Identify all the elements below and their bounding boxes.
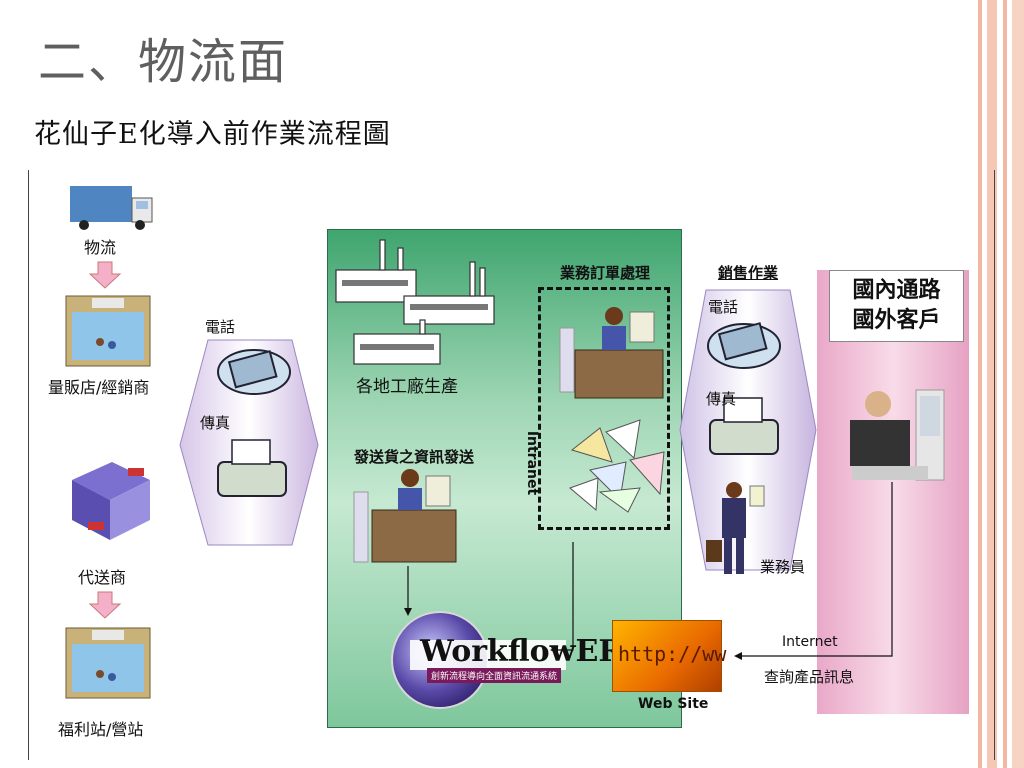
store-icon [65, 627, 151, 699]
customer-panel [817, 270, 969, 714]
office-worker-icon [559, 307, 664, 399]
businessman-phone-icon [850, 389, 945, 481]
right-phone-label: 電話 [708, 298, 739, 316]
store-icon [65, 295, 151, 367]
sales-ops-label: 銷售作業 [718, 264, 779, 282]
website-thumbnail [612, 620, 722, 692]
fax-icon [217, 439, 287, 497]
deco-bar-3 [1003, 0, 1007, 768]
order-processing-label: 業務訂單處理 [560, 264, 651, 282]
deco-bar-1 [978, 0, 982, 768]
arrow-down-icon [88, 261, 122, 289]
website-label: Web Site [638, 696, 709, 712]
agent-conveyor-icon [72, 462, 150, 540]
mass-retail-label: 量販店/經銷商 [48, 378, 150, 397]
welfare-label: 福利站/營站 [58, 720, 144, 739]
paper-pile-icon [569, 419, 665, 513]
slide-subtitle: 花仙子E化導入前作業流程圖 [34, 119, 391, 150]
diagram-frame-left [28, 170, 29, 760]
telephone-icon [217, 349, 291, 395]
agent-label: 代送商 [78, 568, 127, 587]
production-label: 各地工廠生產 [356, 377, 458, 397]
telephone-icon [707, 322, 781, 369]
website-url-text: http://ww [618, 642, 727, 666]
right-fax-label: 傳真 [706, 390, 737, 408]
customer-line-1: 國內通路 [852, 278, 941, 303]
intranet-dashed-box [538, 287, 670, 530]
erp-title: WorkflowERP [420, 634, 646, 669]
salesperson-icon [706, 482, 765, 574]
truck-icon [70, 186, 153, 230]
erp-subtitle: 創新流程導向全面資訊流通系統 [427, 668, 562, 683]
customer-title-box: 國內通路 國外客戶 [829, 270, 964, 342]
intranet-label: Intranet [524, 430, 541, 496]
office-worker-icon [353, 469, 457, 563]
fax-icon [709, 397, 779, 455]
shipping-info-label: 發送貨之資訊發送 [354, 448, 475, 466]
customer-line-2: 國外客戶 [852, 308, 941, 333]
salesperson-label: 業務員 [760, 558, 806, 576]
diagram-frame-right [994, 170, 995, 760]
deco-bar-4 [1012, 0, 1024, 768]
left-fax-label: 傳真 [200, 414, 231, 432]
arrow-down-icon [88, 591, 122, 619]
deco-bar-2 [987, 0, 997, 768]
query-label: 查詢產品訊息 [764, 668, 855, 686]
slide-title: 二、物流面 [38, 34, 289, 90]
logistics-label: 物流 [84, 238, 117, 257]
internet-label: Internet [782, 634, 838, 650]
left-phone-label: 電話 [205, 318, 236, 336]
